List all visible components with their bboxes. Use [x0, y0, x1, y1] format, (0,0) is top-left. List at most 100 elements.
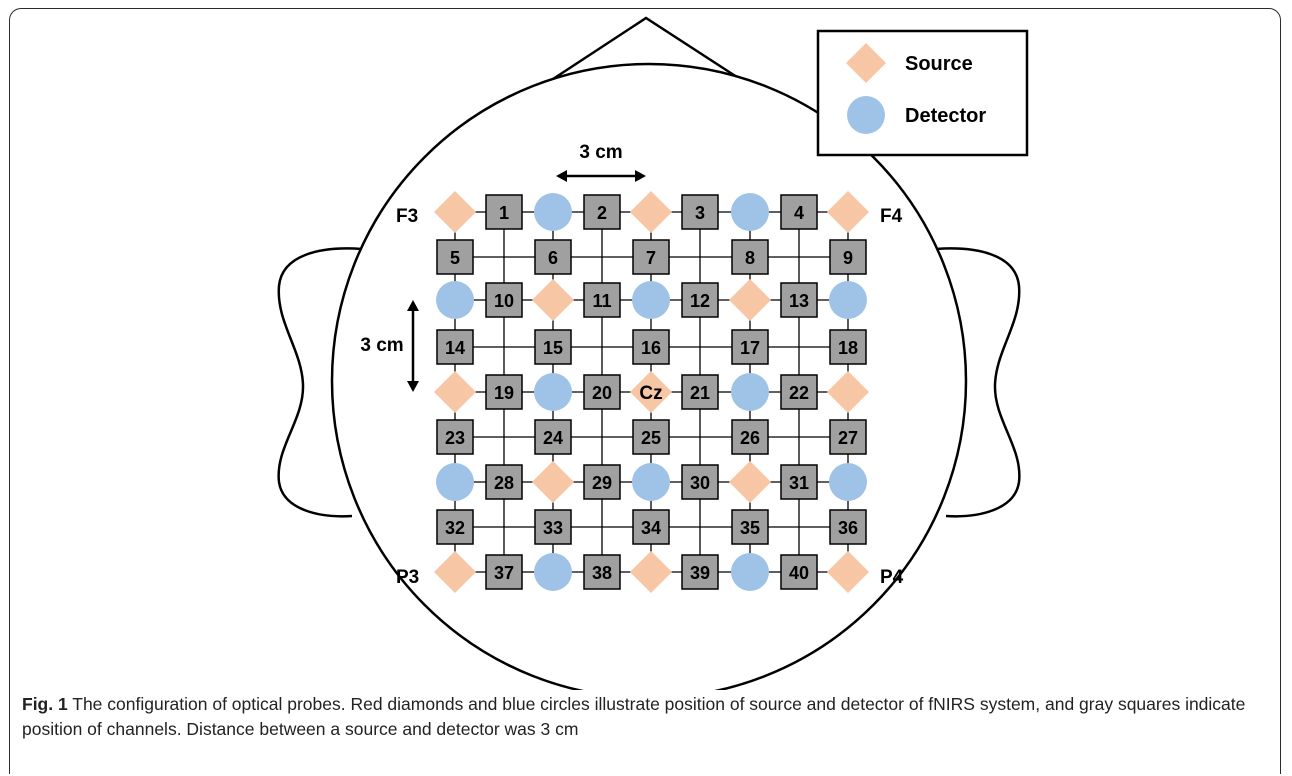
- channel-square: [829, 239, 867, 275]
- channel-label: 23: [445, 428, 465, 448]
- channel-square: [534, 329, 572, 365]
- source-diamond: [532, 279, 574, 321]
- channel-label: 26: [740, 428, 760, 448]
- channel-label: 4: [794, 203, 804, 223]
- channel-square: [829, 509, 867, 545]
- channel-square: [780, 554, 818, 590]
- source-diamond: [532, 461, 574, 503]
- legend-box: [816, 29, 1029, 157]
- channel-square: [583, 282, 621, 318]
- detector-circle: [829, 281, 867, 319]
- label-p4: P4: [880, 567, 904, 588]
- channel-label: 8: [745, 248, 755, 268]
- channel-square: [681, 554, 719, 590]
- detector-circle: [632, 281, 670, 319]
- figure-caption: Fig. 1 The configuration of optical prob…: [22, 692, 1262, 742]
- channel-square: [829, 329, 867, 365]
- channel-label: 28: [494, 473, 514, 493]
- channel-square: [436, 239, 474, 275]
- channel-label: 10: [494, 291, 514, 311]
- source-diamond: [434, 191, 476, 233]
- channel-label: 6: [548, 248, 558, 268]
- figure-frame: [9, 8, 1281, 774]
- channel-label: 16: [641, 338, 661, 358]
- channel-square: [485, 374, 523, 410]
- channel-square: [583, 464, 621, 500]
- channel-square: [780, 282, 818, 318]
- channel-label: 5: [450, 248, 460, 268]
- channel-square: [780, 194, 818, 230]
- channel-label: 1: [499, 203, 509, 223]
- detector-circle: [436, 463, 474, 501]
- caption-text: The configuration of optical probes. Red…: [22, 694, 1246, 739]
- channel-label: 19: [494, 383, 514, 403]
- channel-label: 14: [445, 338, 465, 358]
- vertical-scale-label: 3 cm: [360, 335, 403, 356]
- channel-label: 11: [592, 291, 611, 311]
- source-diamond: [630, 191, 672, 233]
- channel-label: 18: [838, 338, 858, 358]
- channel-label: 27: [838, 428, 858, 448]
- channel-label: 3: [695, 203, 705, 223]
- label-f4: F4: [880, 206, 903, 227]
- channel-square: [780, 464, 818, 500]
- channel-square: [485, 282, 523, 318]
- channel-label: 36: [838, 518, 858, 538]
- channel-label: 12: [690, 291, 710, 311]
- channel-label: 35: [740, 518, 760, 538]
- source-diamond: [827, 371, 869, 413]
- channel-square: [534, 239, 572, 275]
- channel-square: [632, 419, 670, 455]
- channel-square: [534, 419, 572, 455]
- channel-square: [583, 374, 621, 410]
- channel-square: [485, 554, 523, 590]
- channel-square: [731, 329, 769, 365]
- detector-circle: [731, 373, 769, 411]
- source-diamond: [827, 191, 869, 233]
- channel-label: 29: [592, 473, 612, 493]
- channel-label: 15: [543, 338, 563, 358]
- detector-circle: [731, 193, 769, 231]
- channel-label: 37: [494, 563, 514, 583]
- channel-label: 34: [641, 518, 661, 538]
- detector-circle: [534, 373, 572, 411]
- channel-label: 7: [646, 248, 656, 268]
- channel-square: [632, 329, 670, 365]
- channel-square: [780, 374, 818, 410]
- detector-circle: [829, 463, 867, 501]
- channel-square: [632, 239, 670, 275]
- channel-square: [485, 464, 523, 500]
- channel-label: 20: [592, 383, 612, 403]
- source-diamond: [434, 551, 476, 593]
- source-diamond: [434, 371, 476, 413]
- channel-label: 38: [592, 563, 612, 583]
- legend-source-label: Source: [905, 53, 973, 75]
- legend: Source Detector: [816, 29, 1029, 157]
- channel-square: [731, 239, 769, 275]
- channel-square: [534, 509, 572, 545]
- channel-square: [632, 509, 670, 545]
- channel-square: [436, 509, 474, 545]
- channel-square: [681, 464, 719, 500]
- channel-label: 22: [789, 383, 809, 403]
- channel-square: [485, 194, 523, 230]
- channel-label: 9: [843, 248, 853, 268]
- horizontal-scale-label: 3 cm: [579, 142, 622, 163]
- vertical-scale-arrow: [407, 300, 419, 392]
- channel-label: 30: [690, 473, 710, 493]
- legend-source-diamond: [846, 43, 886, 83]
- label-cz: Cz: [639, 383, 662, 404]
- detector-circle: [731, 553, 769, 591]
- detector-circle: [632, 463, 670, 501]
- channel-label: 40: [789, 563, 809, 583]
- channel-label: 17: [740, 338, 760, 358]
- channel-square: [583, 554, 621, 590]
- detector-circle: [534, 553, 572, 591]
- horizontal-scale-arrow: [556, 170, 646, 182]
- channel-square: [681, 282, 719, 318]
- source-diamond: [630, 371, 672, 413]
- label-p3: P3: [396, 567, 419, 588]
- channel-square: [681, 374, 719, 410]
